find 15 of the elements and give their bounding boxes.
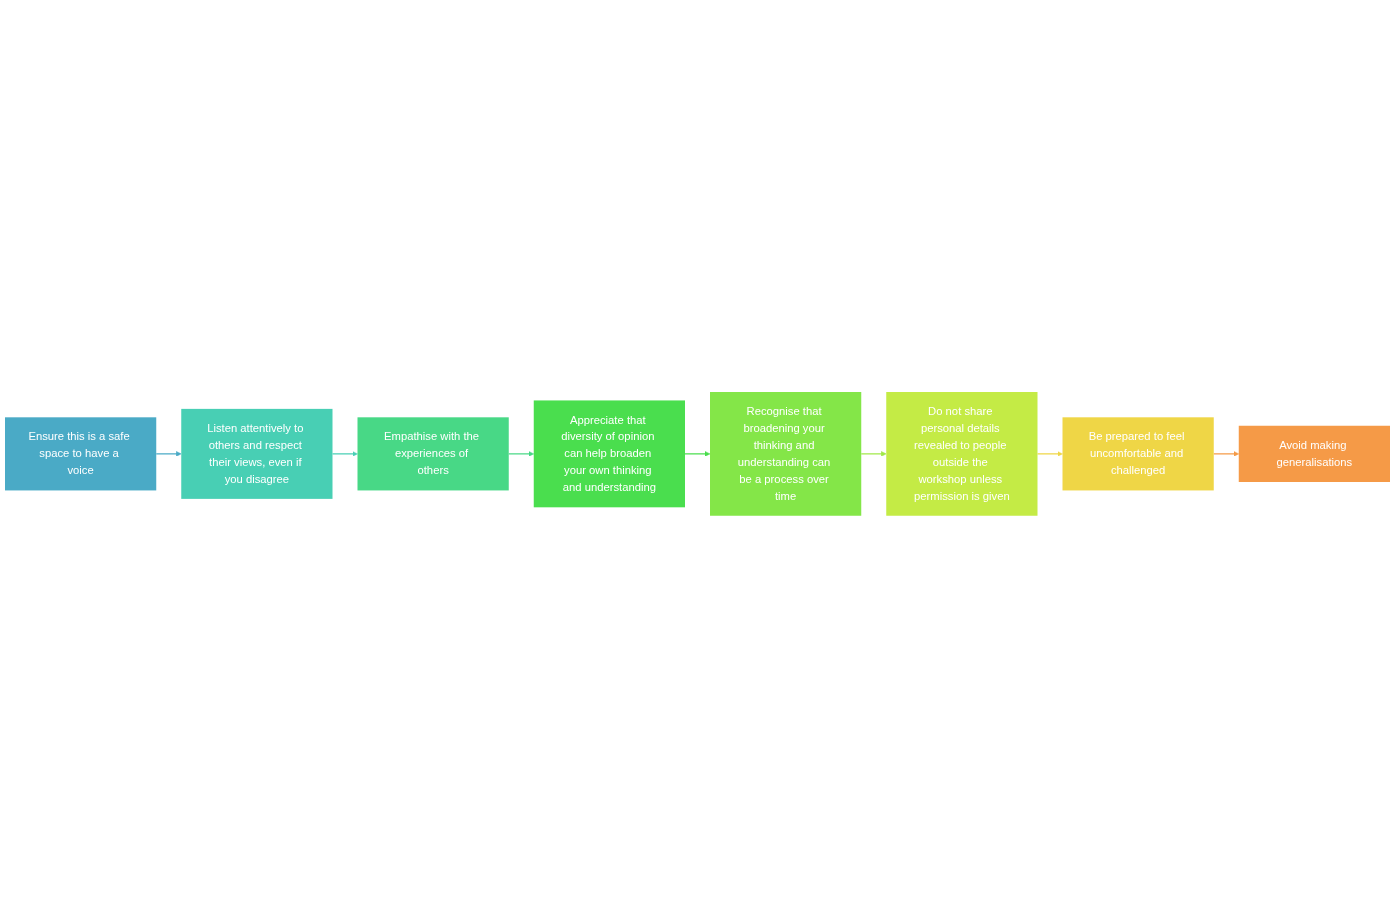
node-box: Avoid making generalisations [1238, 425, 1390, 483]
node-box: Be prepared to feel uncomfortable and challenged [1062, 417, 1214, 491]
arrow [1036, 451, 1063, 457]
arrow [860, 451, 887, 457]
node-box: Empathise with the experiences of others [357, 417, 509, 491]
node-box: Do not share personal details revealed to people outside the workshop unless permission is given [886, 392, 1038, 516]
node-box: Appreciate that diversity of opinion can help broaden your own thinking and understanding [533, 400, 685, 508]
arrow [331, 451, 358, 457]
node-box: Recognise that broadening your thinking and understanding can be a process over time [710, 392, 862, 516]
arrow [684, 451, 711, 457]
node-box: Ensure this is a safe space to have a voice [5, 417, 157, 491]
arrow [508, 451, 534, 457]
arrow [1213, 451, 1239, 457]
node-box: Listen attentively to others and respect their views, even if you disagree [181, 409, 333, 499]
arrow [155, 451, 182, 457]
